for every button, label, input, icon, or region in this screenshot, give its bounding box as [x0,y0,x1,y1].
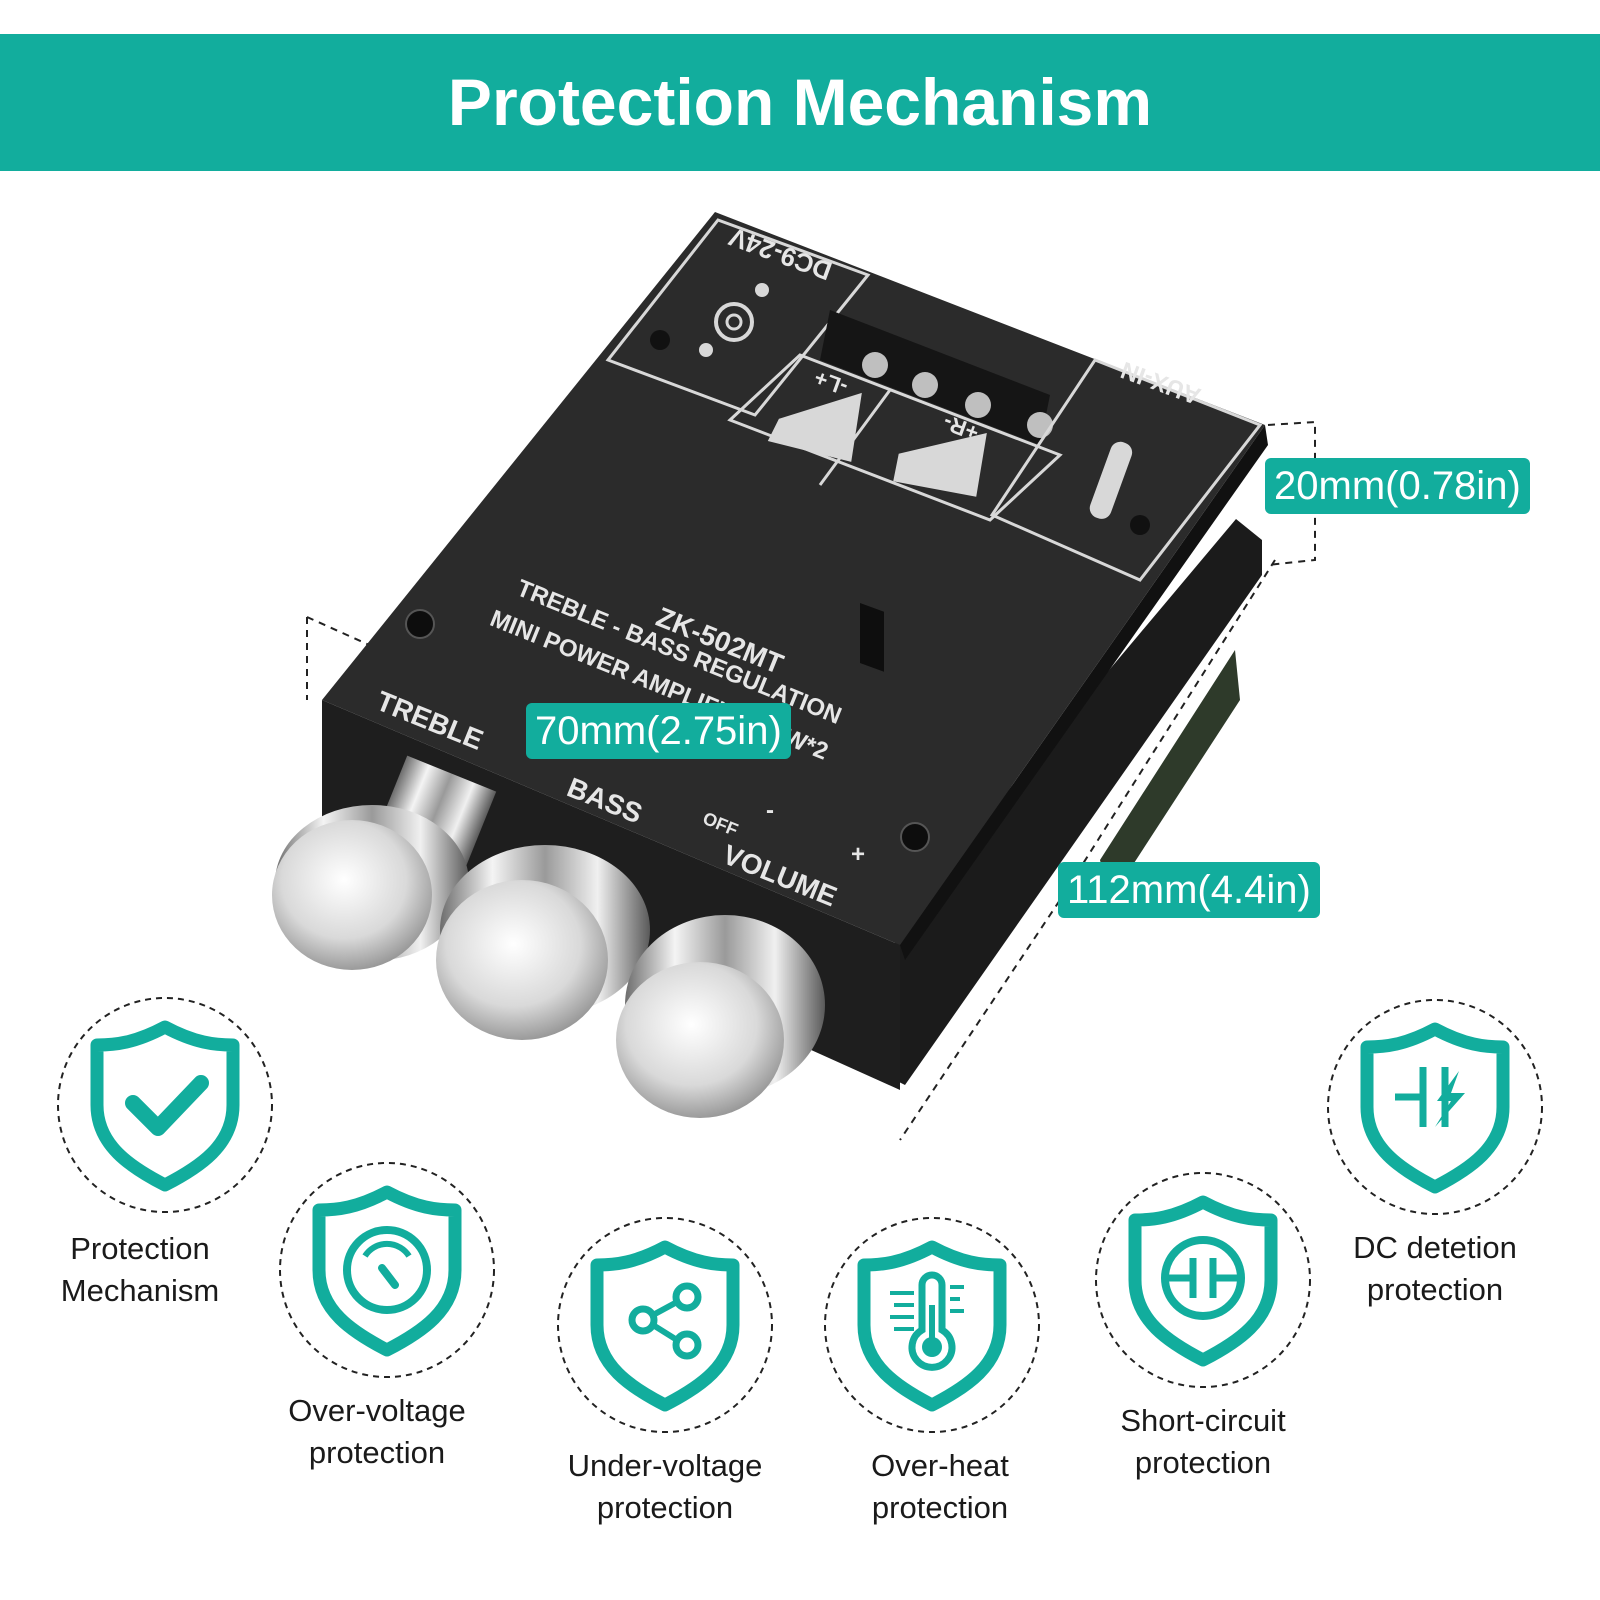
shield-share-icon [557,1217,773,1433]
board-right-face [900,425,1268,960]
feature-label-dc-detection: DC detetion protection [1353,1230,1517,1307]
volume-knob [616,915,825,1118]
volume-plus-label: + [851,841,865,868]
bass-knob [436,845,650,1040]
shield-dc-icon [1327,999,1543,1215]
shield-gauge-icon [279,1162,495,1378]
feature-over-heat [822,1215,1042,1435]
feature-label-protection-mechanism: Protection Mechanism [60,1231,220,1308]
feature-over-voltage [277,1160,497,1380]
volume-minus-label: - [766,797,774,824]
aux-input-panel [989,358,1263,582]
feature-label-under-voltage: Under-voltage protection [567,1448,763,1525]
page-title: Protection Mechanism [447,65,1153,139]
feature-label-over-heat: Over-heat protection [871,1448,1009,1525]
header-banner: Protection Mechanism [0,34,1600,171]
speaker-terminal-block [820,310,1053,672]
feature-dc-detection [1325,997,1545,1217]
dc-input-panel [605,218,871,417]
feature-under-voltage [555,1215,775,1435]
shield-check-icon [57,997,273,1213]
pcb-lower-board [895,519,1262,1085]
feature-label-short-circuit: Short-circuit protection [1120,1403,1286,1480]
height-dimension-badge: 20mm(0.78in) [1265,458,1530,514]
speaker-output-panels [727,353,1063,522]
length-dimension-badge: 112mm(4.4in) [1058,862,1320,918]
shield-short-circuit-icon [1095,1172,1311,1388]
feature-short-circuit [1093,1170,1313,1390]
width-dimension-badge: 70mm(2.75in) [526,703,791,759]
pcb-components [1100,650,1240,900]
shield-thermometer-icon [824,1217,1040,1433]
treble-knob [272,755,497,970]
board-screws [405,609,930,852]
feature-label-over-voltage: Over-voltage protection [288,1393,466,1470]
feature-protection-mechanism [55,995,275,1215]
